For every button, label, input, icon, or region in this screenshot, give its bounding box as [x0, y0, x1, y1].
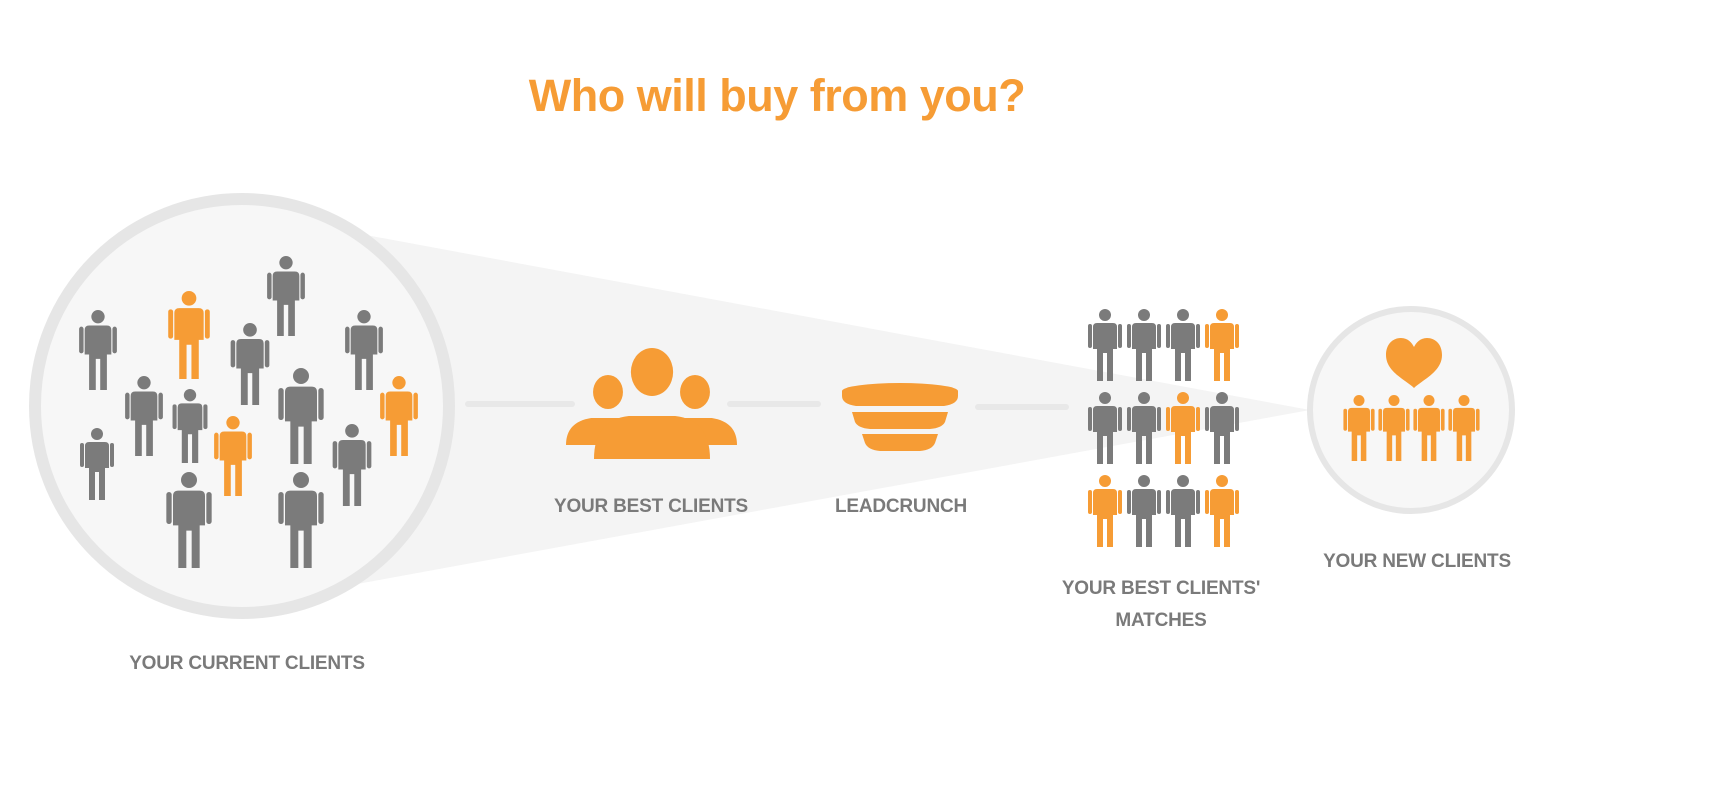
new-clients-group	[1343, 395, 1480, 461]
heart-icon	[1386, 338, 1442, 388]
best-clients-matches-grid	[1088, 309, 1239, 547]
person-icon-highlighted	[1166, 392, 1200, 464]
person-icon	[1166, 309, 1200, 381]
person-icon	[1127, 475, 1161, 547]
person-icon-highlighted	[1205, 309, 1239, 381]
person-icon	[80, 428, 114, 500]
person-icon-highlighted	[1378, 395, 1410, 461]
funnel-filter-icon	[842, 383, 958, 451]
person-icon-highlighted	[1413, 395, 1445, 461]
new-clients-circle	[1307, 306, 1515, 514]
person-icon	[1127, 392, 1161, 464]
matches-label-line-2: MATCHES	[1115, 610, 1207, 631]
matches-label: YOUR BEST CLIENTS' MATCHES	[1050, 573, 1272, 637]
person-icon-highlighted	[1205, 475, 1239, 547]
person-icon	[1205, 392, 1239, 464]
leadcrunch-label: LEADCRUNCH	[834, 496, 968, 517]
person-icon	[278, 472, 324, 568]
current-clients-label: YOUR CURRENT CLIENTS	[129, 653, 365, 674]
funnel-layer-2	[852, 412, 948, 429]
person-icon	[1127, 309, 1161, 381]
person-icon-highlighted	[168, 291, 210, 379]
person-icon-highlighted	[380, 376, 418, 456]
best-clients-label: YOUR BEST CLIENTS	[553, 496, 748, 517]
person-icon	[1166, 475, 1200, 547]
bust-center	[594, 348, 710, 459]
person-icon	[79, 310, 117, 390]
person-icon-highlighted	[214, 416, 252, 496]
person-icon-highlighted	[1448, 395, 1480, 461]
connector-lines	[465, 401, 1069, 410]
person-icon	[278, 368, 324, 464]
funnel-layer-3	[862, 434, 938, 451]
person-icon	[230, 323, 270, 405]
person-icon	[332, 424, 372, 506]
current-clients-group	[79, 256, 418, 568]
person-icon	[166, 472, 212, 568]
projection-cone	[242, 212, 1310, 605]
person-icon	[172, 389, 208, 463]
person-icon	[1088, 392, 1122, 464]
person-icon	[345, 310, 383, 390]
person-icon-highlighted	[1088, 475, 1122, 547]
person-icon-highlighted	[1343, 395, 1375, 461]
new-clients-label: YOUR NEW CLIENTS	[1323, 551, 1511, 572]
page-title: Who will buy from you?	[528, 70, 1026, 121]
person-icon	[1088, 309, 1122, 381]
matches-label-line-1: YOUR BEST CLIENTS'	[1061, 578, 1261, 599]
person-icon	[267, 256, 305, 336]
people-group-icon	[566, 348, 737, 459]
funnel-layer-1	[842, 391, 958, 406]
current-clients-circle	[29, 193, 455, 619]
person-icon	[125, 376, 163, 456]
